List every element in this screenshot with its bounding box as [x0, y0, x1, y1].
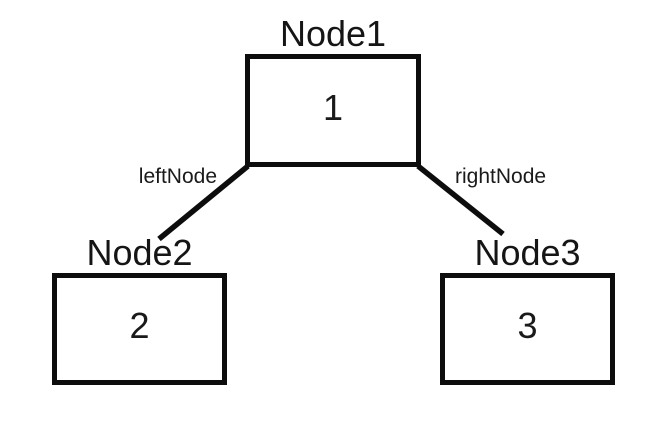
edge-left-label: leftNode — [138, 165, 217, 188]
node3-box: 3 — [440, 273, 615, 385]
edge-left-line — [157, 163, 250, 242]
edge-right-line — [416, 163, 505, 237]
node1-title: Node1 — [279, 13, 387, 54]
edge-right-label: rightNode — [455, 165, 547, 188]
node3-title: Node3 — [474, 232, 581, 273]
node2-value: 2 — [129, 305, 150, 346]
node3-value: 3 — [517, 305, 538, 346]
node2-title: Node2 — [86, 232, 193, 273]
node1-value: 1 — [322, 86, 344, 128]
node2-box: 2 — [52, 273, 227, 385]
node1-box: 1 — [245, 54, 421, 167]
